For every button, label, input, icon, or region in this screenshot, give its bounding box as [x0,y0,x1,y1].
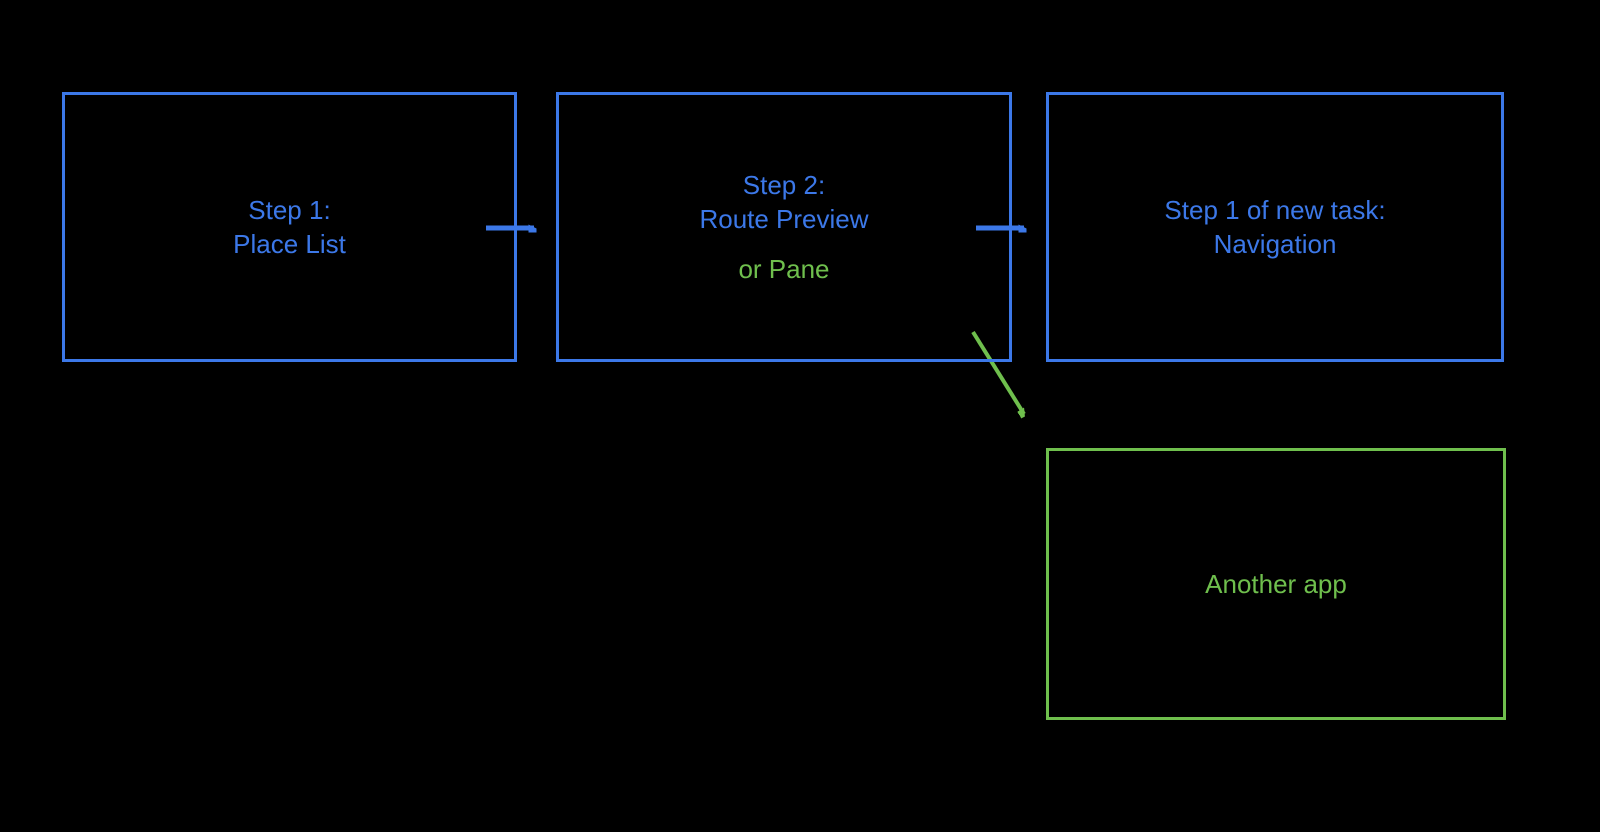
box-step2-sublabel: or Pane [738,254,830,284]
box-another-app: Another app [1046,448,1506,720]
box-step3-label: Step 1 of new task: Navigation [1164,195,1386,259]
box-step2-label: Step 2: Route Preview [699,170,869,234]
box-step1-place-list: Step 1: Place List [62,92,517,362]
box-step1-new-task-navigation: Step 1 of new task: Navigation [1046,92,1504,362]
box-step1-label: Step 1: Place List [233,195,346,259]
box-step2-route-preview: Step 2: Route Preview or Pane [556,92,1012,362]
box-another-app-label: Another app [1205,569,1347,599]
